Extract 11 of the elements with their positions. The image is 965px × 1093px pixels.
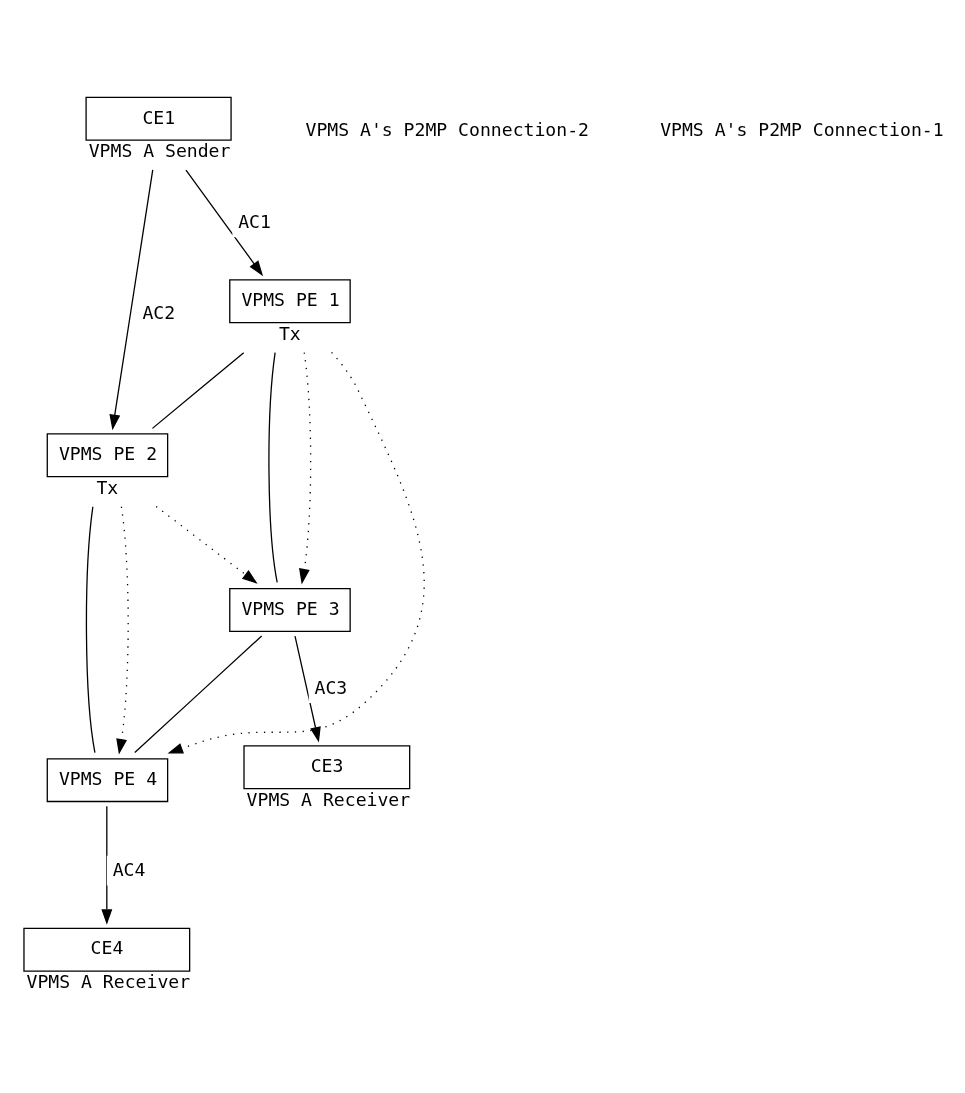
node-label: Tx xyxy=(278,322,301,344)
edge-label: AC3 xyxy=(314,676,348,698)
node-label: VPMS A Receiver xyxy=(26,971,191,993)
node-label: VPMS A Sender xyxy=(88,140,231,162)
node-label: Tx xyxy=(96,476,119,498)
edge-label: AC4 xyxy=(112,859,146,881)
label: VPMS A's P2MP Connection-2 xyxy=(305,118,589,140)
node-label: VPMS A Receiver xyxy=(246,788,411,810)
edge-label: AC1 xyxy=(238,210,271,232)
edge-label: AC2 xyxy=(142,301,176,323)
label: VPMS A's P2MP Connection-1 xyxy=(660,118,944,140)
